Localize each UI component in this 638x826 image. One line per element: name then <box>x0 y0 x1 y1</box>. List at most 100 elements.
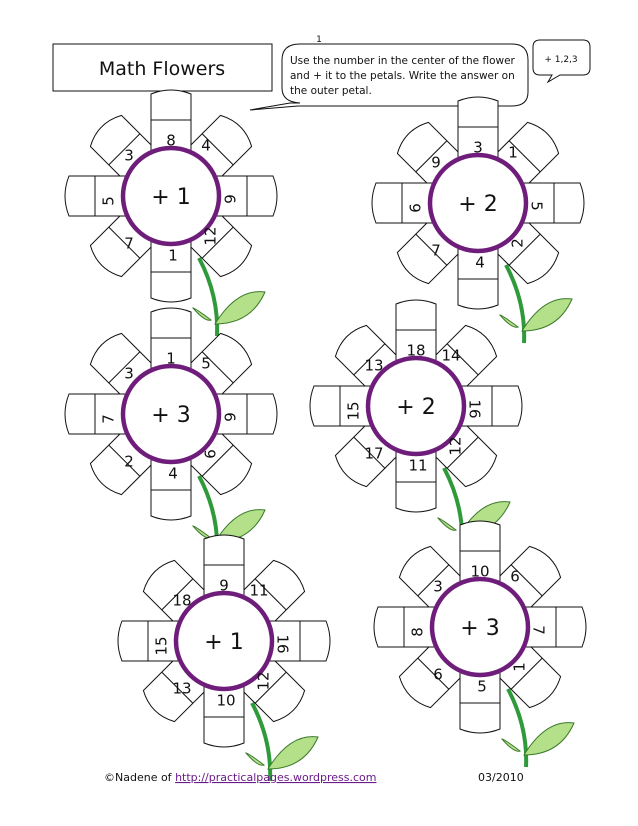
page-title: Math Flowers <box>99 58 225 80</box>
flower-center-operation: + 2 <box>396 395 435 420</box>
petal-outline <box>459 520 501 588</box>
footer-date: 03/2010 <box>478 771 524 784</box>
stem <box>197 257 220 337</box>
petal-outline <box>203 680 245 748</box>
petal-outline <box>373 606 441 648</box>
petal-number: 5 <box>100 196 118 206</box>
petal-number: 5 <box>528 201 546 211</box>
petal-number: 3 <box>433 578 443 596</box>
petal-outline <box>517 182 585 224</box>
petal-outline <box>150 453 192 521</box>
petal-number: 6 <box>221 194 239 204</box>
petal-number: 18 <box>172 592 191 610</box>
petal-number: 10 <box>216 692 235 710</box>
petal-number: 5 <box>477 678 487 696</box>
petal-outline <box>64 393 132 435</box>
petal-outline <box>203 534 245 602</box>
petal-outline <box>150 307 192 375</box>
flower-center-operation: + 3 <box>460 616 499 641</box>
petal-number: 16 <box>274 634 292 653</box>
leaf <box>191 525 213 539</box>
petal-number: 6 <box>433 666 443 684</box>
footer-credit-prefix: ©Nadene of <box>104 771 175 784</box>
petal-outline <box>210 175 278 217</box>
petal-number: 1 <box>168 247 178 265</box>
petal-number: 3 <box>124 365 134 383</box>
petal-number: 15 <box>153 636 171 655</box>
petal-number: 6 <box>510 568 520 586</box>
leaf <box>436 517 458 531</box>
petal-number: 12 <box>255 671 273 690</box>
flower-center-operation: + 2 <box>458 192 497 217</box>
flower-center-operation: + 1 <box>151 185 190 210</box>
petal-outline <box>150 89 192 157</box>
petal-number: 2 <box>509 238 527 248</box>
petal-number: 6 <box>407 203 425 213</box>
petal-number: 12 <box>202 226 220 245</box>
petal-outline <box>210 393 278 435</box>
petal-number: 9 <box>219 577 229 595</box>
stem <box>250 702 273 782</box>
stem <box>504 264 527 344</box>
petal-outline <box>457 242 499 310</box>
flower-center-ring <box>427 152 529 254</box>
title-box: Math Flowers <box>52 43 273 92</box>
flower-center-ring <box>365 355 467 457</box>
petal-number: 6 <box>221 412 239 422</box>
leaf <box>267 736 319 770</box>
leaf <box>191 307 213 321</box>
instruction-line-2: and + it to the petals. Write the answer… <box>290 70 515 82</box>
petal-number: 3 <box>124 147 134 165</box>
petal-number: 9 <box>431 154 441 172</box>
leaf <box>523 722 575 756</box>
instruction-line-3: the outer petal. <box>290 85 372 97</box>
hint-text: + 1,2,3 <box>544 55 577 65</box>
petal-outline <box>457 96 499 164</box>
petal-number: 7 <box>431 242 441 260</box>
petal-number: 8 <box>409 627 427 637</box>
petal-number: 12 <box>447 436 465 455</box>
petal-outline <box>263 620 331 662</box>
flower-center-ring <box>120 145 222 247</box>
flower-center-operation: + 3 <box>151 403 190 428</box>
leaf <box>244 752 266 766</box>
petal-outline <box>309 385 377 427</box>
petal-number: 4 <box>475 254 485 272</box>
petal-number: 18 <box>406 342 425 360</box>
petal-outline <box>150 235 192 303</box>
petal-number: 1 <box>508 144 518 162</box>
petal-number: 7 <box>124 235 134 253</box>
footer-credit-link[interactable]: http://practicalpages.wordpress.com <box>175 771 376 784</box>
petal-number: 16 <box>466 399 484 418</box>
petal-outline <box>455 385 523 427</box>
stem <box>506 688 529 768</box>
hint-bubble: + 1,2,3 <box>532 39 591 84</box>
petal-number: 17 <box>364 445 383 463</box>
instruction-line-1: Use the number in the center of the flow… <box>290 55 516 67</box>
petal-number: 1 <box>511 662 529 672</box>
leaf <box>214 291 266 325</box>
petal-outline <box>395 445 437 513</box>
petal-number: 14 <box>441 347 460 365</box>
petal-number: 13 <box>364 357 383 375</box>
instruction-bubble: Use the number in the center of the flow… <box>249 43 529 111</box>
petal-outline <box>117 620 185 662</box>
leaf <box>498 314 520 328</box>
petal-outline <box>64 175 132 217</box>
petal-number: 6 <box>202 449 220 459</box>
petal-outline <box>459 666 501 734</box>
petal-number: 4 <box>201 137 211 155</box>
footer-credit: ©Nadene of http://practicalpages.wordpre… <box>104 771 377 784</box>
leaf <box>500 738 522 752</box>
petal-outline <box>519 606 587 648</box>
petal-number: 11 <box>408 457 427 475</box>
petal-outline <box>395 299 437 367</box>
petal-number: 8 <box>166 132 176 150</box>
petal-number: 4 <box>168 465 178 483</box>
petal-number: 13 <box>172 680 191 698</box>
